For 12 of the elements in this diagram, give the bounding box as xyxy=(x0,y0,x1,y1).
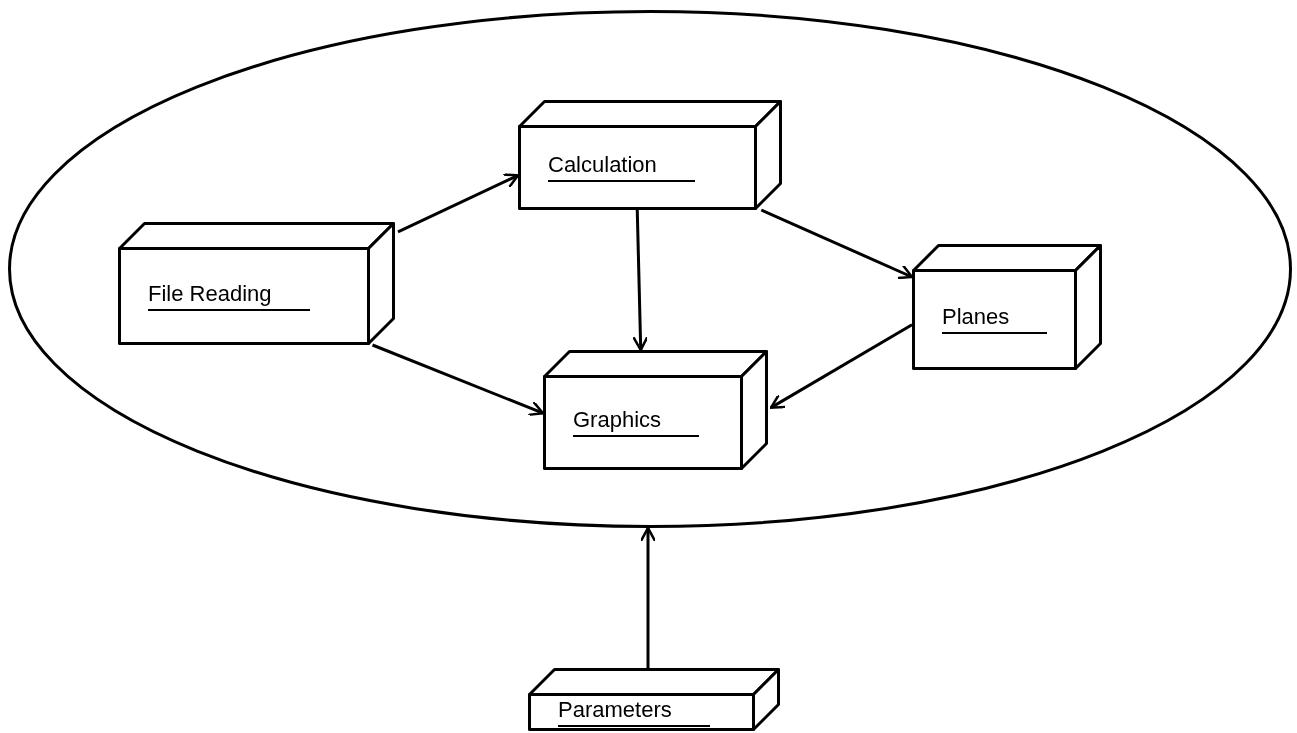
boundary-ellipse xyxy=(8,10,1292,528)
arrow xyxy=(769,323,913,409)
node-label: File Reading xyxy=(148,281,310,311)
arrow xyxy=(371,343,545,417)
arrow xyxy=(632,209,649,352)
node-label: Calculation xyxy=(548,153,695,183)
node-label: Planes xyxy=(942,305,1048,335)
arrow xyxy=(397,173,520,234)
arrow xyxy=(760,208,914,280)
node-label: Parameters xyxy=(558,697,710,727)
arrow xyxy=(639,526,657,668)
node-label: Graphics xyxy=(573,408,700,438)
